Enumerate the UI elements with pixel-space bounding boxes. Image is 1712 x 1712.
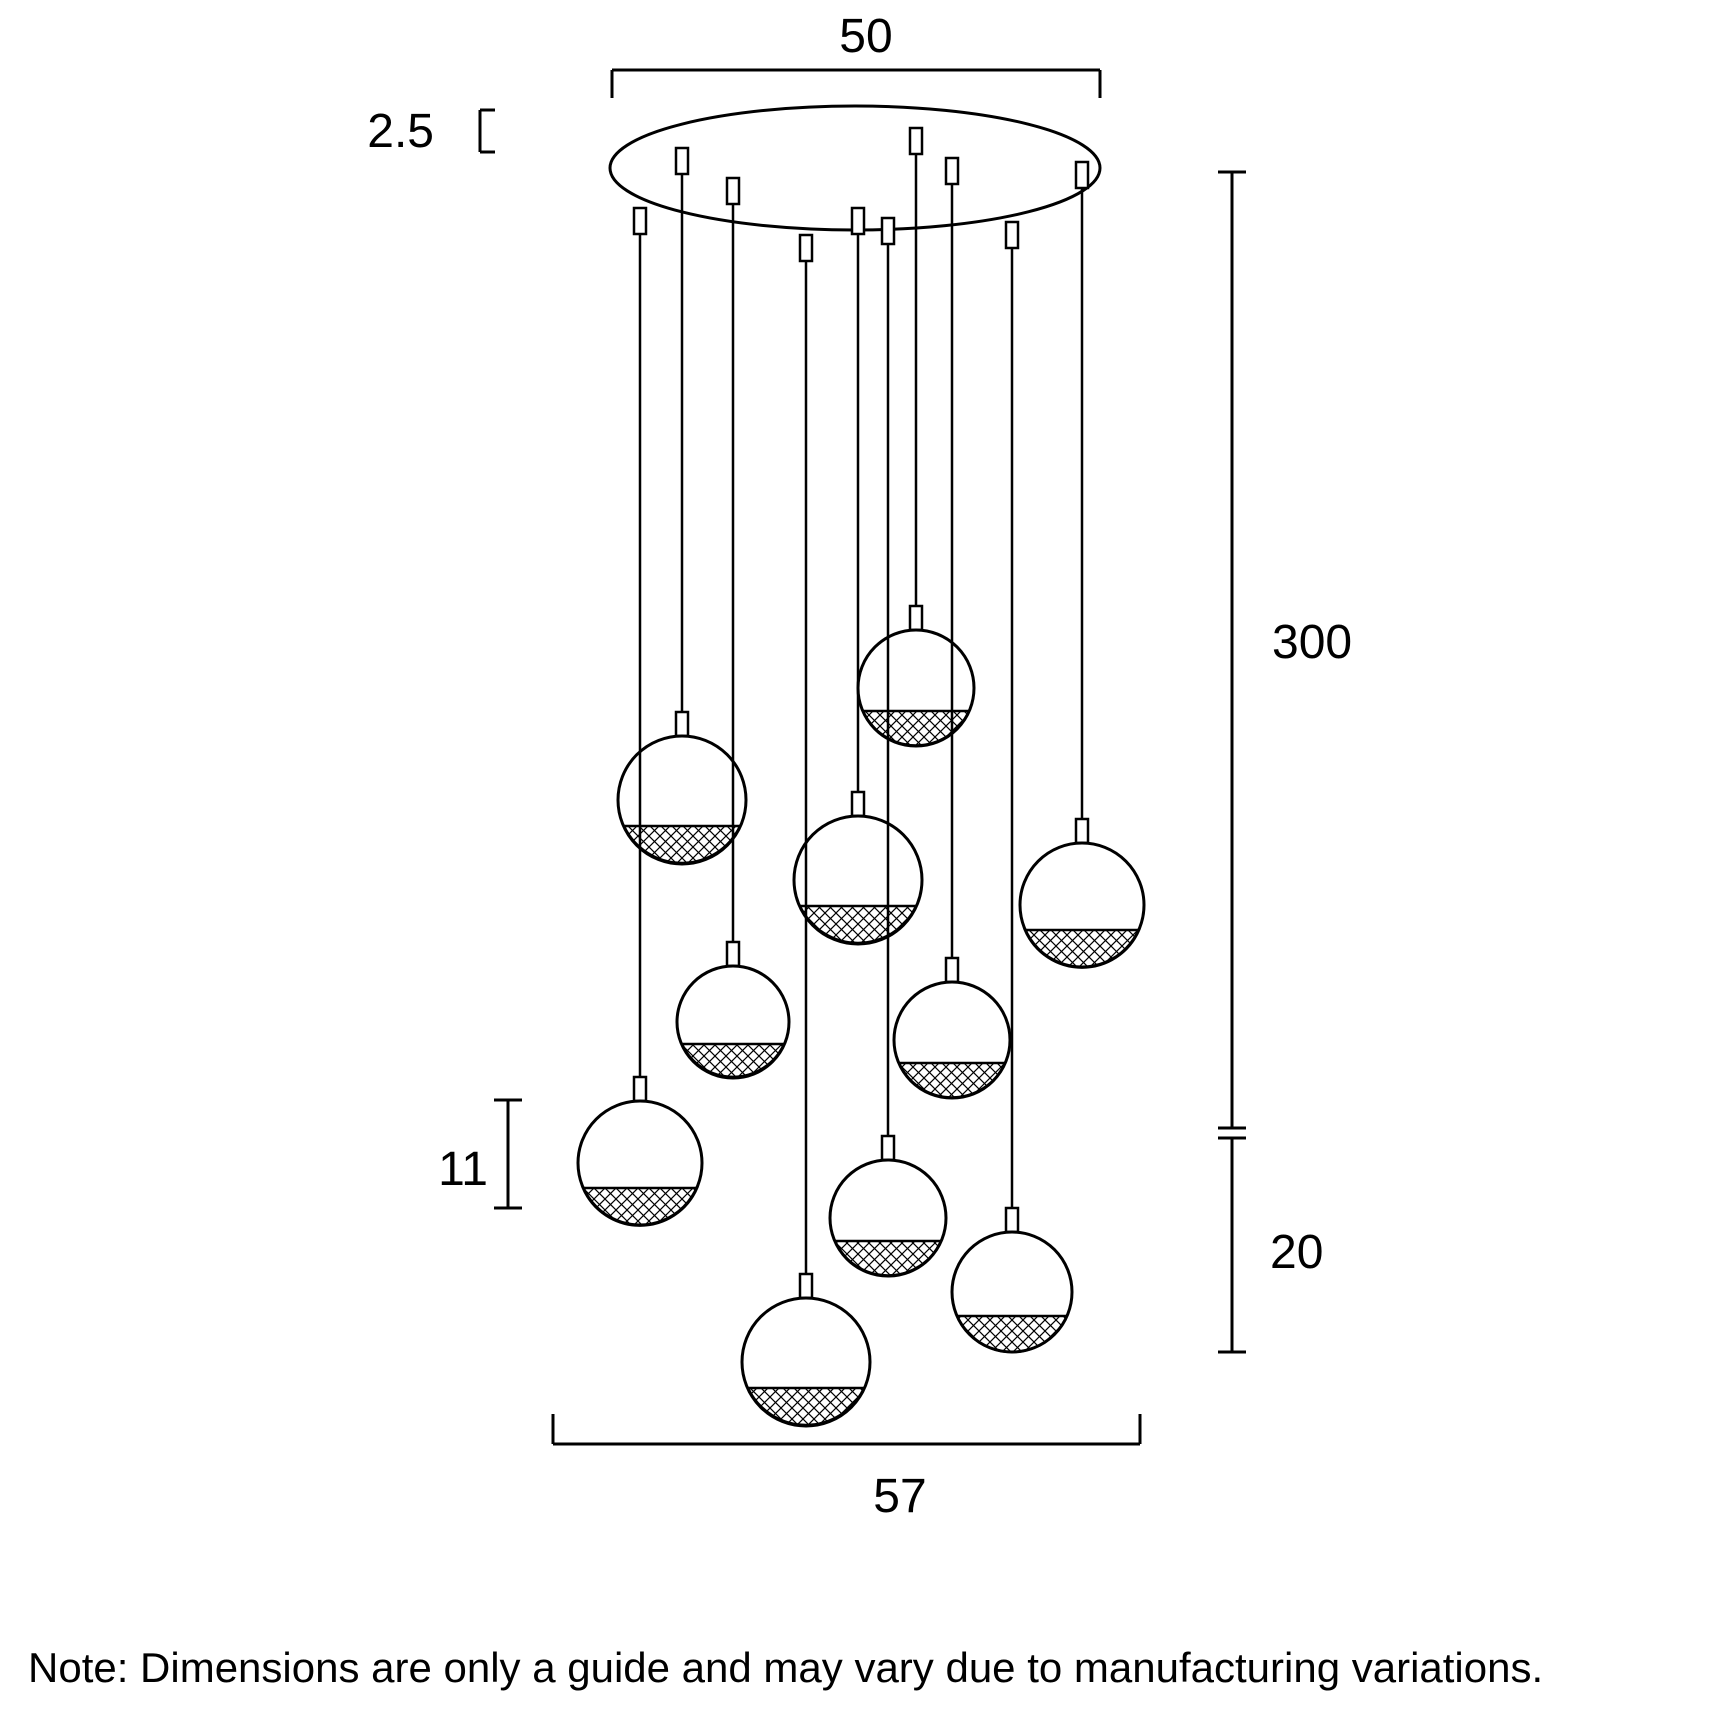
globe-diffuser — [746, 1386, 866, 1427]
pendant — [856, 126, 976, 748]
dim-label-bottom-stagger: 20 — [1270, 1226, 1323, 1279]
dimension-canopy-thickness: 2.5 — [367, 105, 495, 158]
pendant — [740, 233, 872, 1428]
cord-ferrule-globe-icon — [1074, 817, 1090, 845]
cord-ferrule-top-icon — [1074, 160, 1090, 190]
cord-ferrule-globe-icon — [944, 956, 960, 984]
globe-diffuser — [897, 1061, 1007, 1099]
dimension-overall-spread: 57 — [551, 1414, 1142, 1523]
cord-ferrule-top-icon — [880, 216, 896, 246]
note-text: Note: Dimensions are only a guide and ma… — [28, 1644, 1543, 1691]
cord-ferrule-top-icon — [944, 156, 960, 186]
cord-ferrule-globe-icon — [725, 940, 741, 968]
globe-diffuser — [955, 1314, 1069, 1354]
cord-ferrule-globe-icon — [632, 1075, 648, 1103]
globe-diffuser — [861, 709, 971, 747]
cord-ferrule-globe-icon — [798, 1272, 814, 1300]
cord-ferrule-top-icon — [908, 126, 924, 156]
cord-ferrule-top-icon — [725, 176, 741, 206]
cord-ferrule-top-icon — [674, 146, 690, 176]
cord-ferrule-globe-icon — [850, 790, 866, 818]
globe-diffuser — [1023, 928, 1141, 969]
pendant — [1018, 160, 1146, 969]
cord-ferrule-top-icon — [850, 206, 866, 236]
dimension-globe-height: 11 — [438, 1098, 522, 1210]
dim-label-globe-height: 11 — [438, 1143, 488, 1196]
pendant — [892, 156, 1012, 1100]
cord-ferrule-top-icon — [798, 233, 814, 263]
dimension-suspension-height: 300 — [1218, 170, 1352, 1130]
dim-label-suspension-height: 300 — [1272, 616, 1352, 669]
cord-ferrule-globe-icon — [880, 1134, 896, 1162]
dim-label-canopy-diameter: 50 — [839, 10, 892, 63]
dimension-bottom-stagger: 20 — [1218, 1136, 1323, 1354]
globe-diffuser — [581, 1186, 699, 1227]
cord-ferrule-top-icon — [1004, 220, 1020, 250]
pendant-cluster — [576, 126, 1146, 1428]
cord-ferrule-top-icon — [632, 206, 648, 236]
globe-diffuser — [833, 1239, 943, 1277]
cord-ferrule-globe-icon — [908, 604, 924, 632]
dim-label-canopy-thickness: 2.5 — [367, 105, 434, 158]
cord-ferrule-globe-icon — [1004, 1206, 1020, 1234]
pendant — [950, 220, 1074, 1354]
dimension-canopy-diameter: 50 — [610, 10, 1102, 98]
cord-ferrule-globe-icon — [674, 710, 690, 738]
globe-diffuser — [680, 1042, 786, 1079]
pendant — [576, 206, 704, 1227]
dim-label-overall-spread: 57 — [873, 1470, 926, 1523]
pendant — [675, 176, 791, 1080]
pendant — [828, 216, 948, 1278]
